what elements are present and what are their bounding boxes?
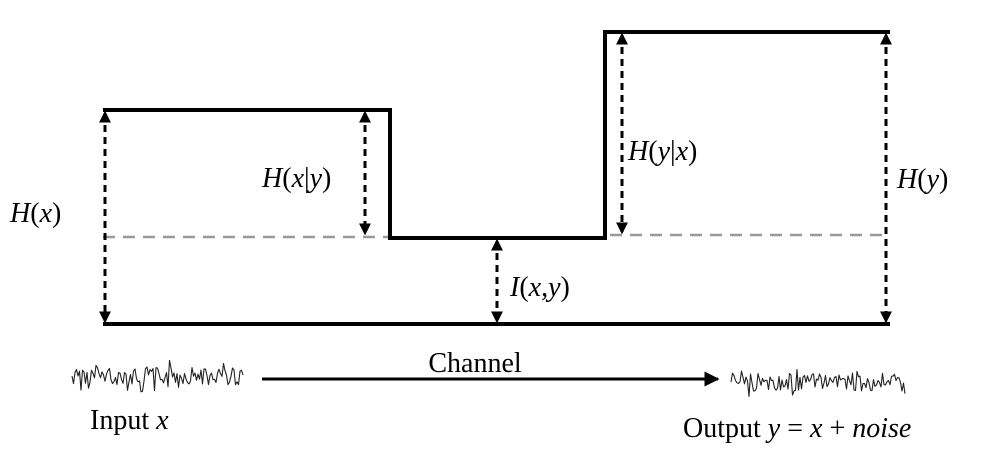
entropy-step-outline (103, 30, 890, 240)
label-h-x: H(x) (9, 198, 61, 229)
input-signal-waveform (71, 359, 244, 393)
label-h-y-given-x: H(y|x) (627, 136, 697, 167)
input-label: Input x (90, 405, 169, 436)
label-h-x-given-y: H(x|y) (261, 163, 331, 194)
output-signal-waveform (730, 369, 906, 397)
channel-label: Channel (428, 348, 522, 379)
label-h-y: H(y) (896, 164, 948, 195)
label-i-xy: I(x,y) (509, 272, 570, 303)
output-label: Output y = x + noise (683, 413, 911, 444)
